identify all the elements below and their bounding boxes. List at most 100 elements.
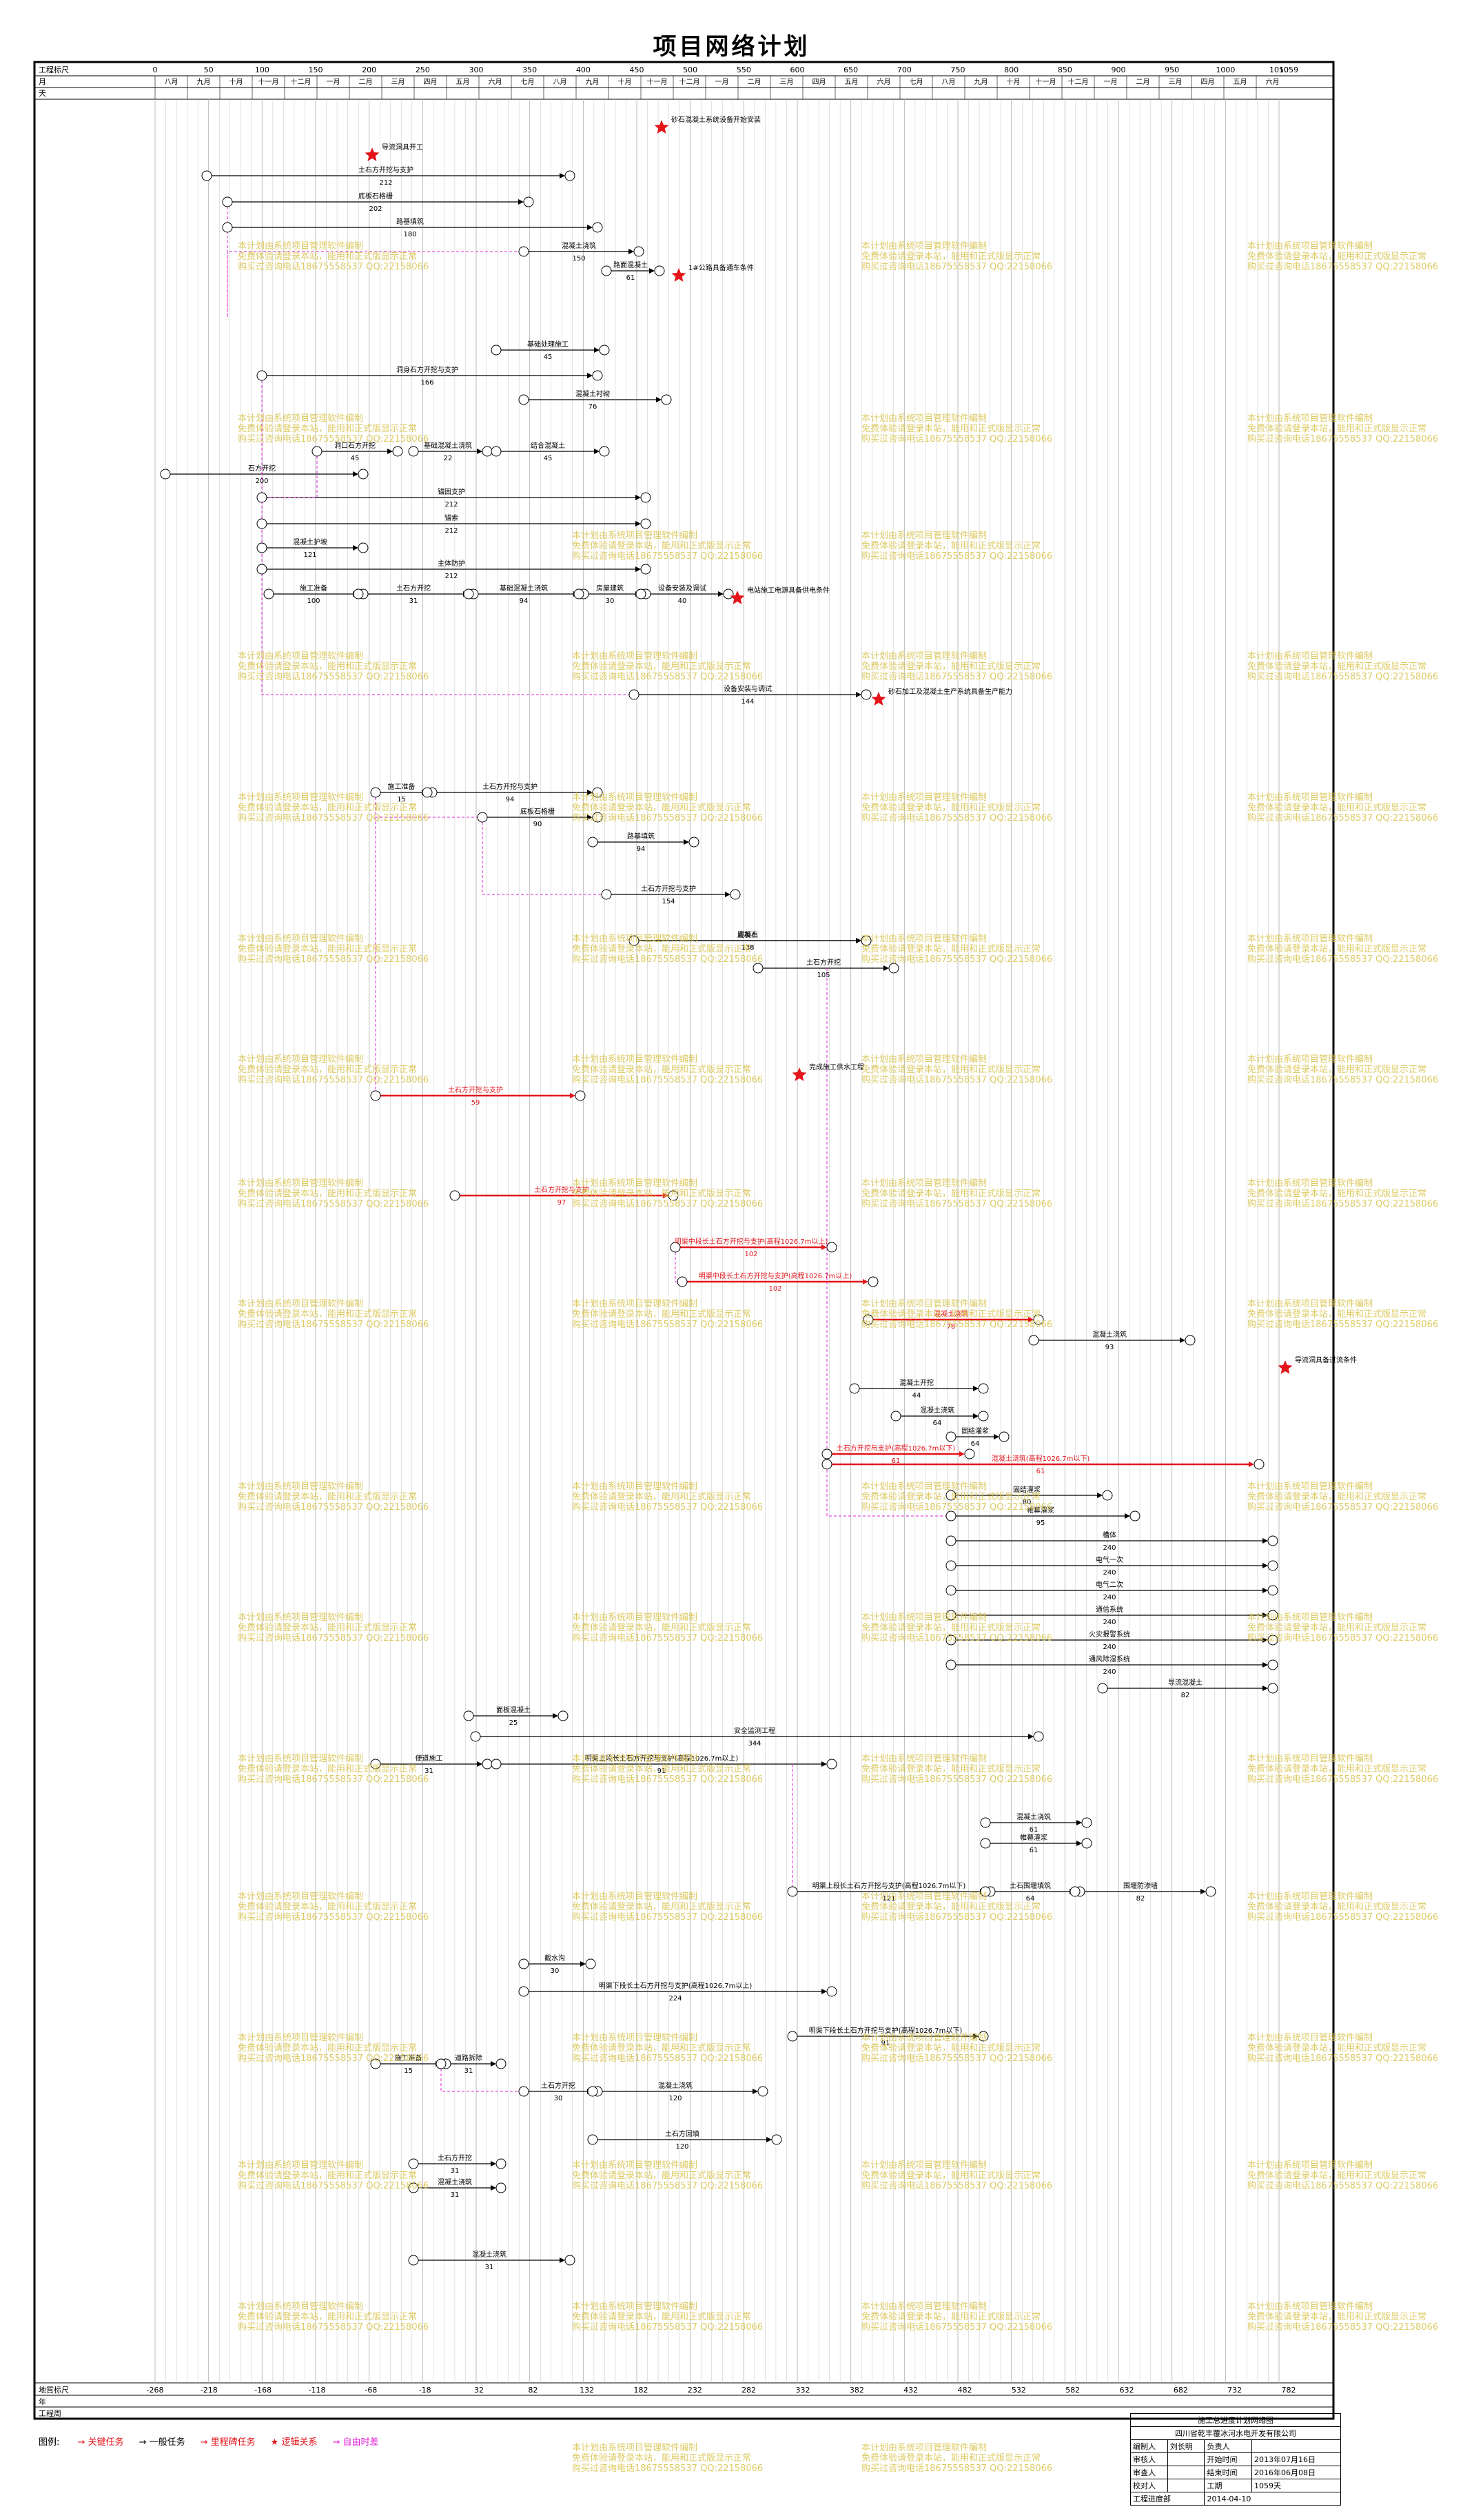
- event-node: [392, 446, 403, 457]
- task-duration: 200: [255, 478, 268, 485]
- watermark-line: 免费体验请登录本站，能用和正式版显示正常: [572, 2453, 752, 2463]
- legend-swatch-icon: →: [332, 2437, 343, 2448]
- watermark-line: 购买过咨询电话18675558537 QQ:22158066: [572, 2181, 764, 2191]
- bottom-tick: 682: [1174, 2386, 1188, 2395]
- event-node: [757, 2086, 768, 2097]
- watermark-line: 本计划由系统项目管理软件编制: [238, 2160, 364, 2171]
- task-duration: 121: [882, 1895, 895, 1903]
- watermark-line: 免费体验请登录本站，能用和正式版显示正常: [572, 1764, 752, 1774]
- watermark-line: 免费体验请登录本站，能用和正式版显示正常: [861, 252, 1041, 262]
- event-node: [256, 564, 267, 575]
- task-arrowhead: [753, 2089, 758, 2094]
- event-node: [370, 1090, 381, 1101]
- task-arrowhead: [863, 1279, 868, 1284]
- event-node: [256, 492, 267, 503]
- event-node: [821, 1448, 832, 1459]
- event-node: [861, 689, 872, 700]
- watermark-line: 本计划由系统项目管理软件编制: [238, 1178, 364, 1189]
- event-node: [826, 1759, 837, 1770]
- watermark-line: 购买过咨询电话18675558537 QQ:22158066: [238, 434, 429, 444]
- watermark-line: 本计划由系统项目管理软件编制: [861, 2443, 988, 2453]
- task-arrowhead: [663, 1193, 668, 1198]
- event-node: [661, 394, 672, 405]
- watermark: 本计划由系统项目管理软件编制免费体验请登录本站，能用和正式版显示正常购买过咨询电…: [572, 531, 763, 562]
- event-node: [945, 1535, 956, 1546]
- month-label: 八月: [165, 78, 178, 86]
- info-org: 四川省乾丰覆冰河水电开发有限公司: [1130, 2426, 1341, 2440]
- event-node: [482, 1759, 493, 1770]
- legend-label: 里程碑任务: [210, 2437, 256, 2448]
- watermark-line: 本计划由系统项目管理软件编制: [1247, 1178, 1373, 1189]
- task-label: 设备安装与调试: [724, 684, 772, 693]
- info-company: 施工总进度计划网络图: [1130, 2413, 1341, 2427]
- task-duration: 121: [303, 551, 316, 559]
- event-node: [564, 2255, 575, 2266]
- watermark-line: 购买过咨询电话18675558537 QQ:22158066: [861, 672, 1053, 682]
- watermark-line: 免费体验请登录本站，能用和正式版显示正常: [861, 1492, 1041, 1502]
- watermark-line: 本计划由系统项目管理软件编制: [1247, 1754, 1373, 1764]
- watermark-line: 购买过咨询电话18675558537 QQ:22158066: [572, 813, 764, 823]
- task-label: 面板混凝土: [496, 1705, 531, 1714]
- watermark-line: 购买过咨询电话18675558537 QQ:22158066: [238, 1774, 429, 1785]
- watermark-line: 本计划由系统项目管理软件编制: [1247, 2302, 1373, 2312]
- task-duration: 138: [741, 944, 754, 952]
- bottom-tick: 382: [850, 2386, 864, 2395]
- event-node: [408, 2255, 419, 2266]
- milestone-star: [671, 268, 686, 282]
- legend-item: → 自由时差: [332, 2437, 378, 2448]
- watermark-line: 购买过咨询电话18675558537 QQ:22158066: [572, 1320, 764, 1330]
- watermark-line: 免费体验请登录本站，能用和正式版显示正常: [238, 1623, 418, 1633]
- watermark-line: 本计划由系统项目管理软件编制: [572, 934, 698, 944]
- watermark-line: 购买过咨询电话18675558537 QQ:22158066: [1247, 672, 1439, 682]
- event-node: [945, 1610, 956, 1621]
- watermark: 本计划由系统项目管理软件编制免费体验请登录本站，能用和正式版显示正常购买过咨询电…: [1247, 934, 1438, 965]
- event-node: [1097, 1683, 1108, 1694]
- event-node: [573, 588, 584, 600]
- event-node: [753, 963, 764, 974]
- task-duration: 76: [589, 403, 597, 411]
- time-grid: [154, 76, 1280, 2383]
- event-node: [633, 246, 644, 257]
- event-node: [222, 196, 233, 207]
- milestone-star: [365, 147, 380, 161]
- watermark-line: 购买过咨询电话18675558537 QQ:22158066: [238, 813, 429, 823]
- watermark-line: 免费体验请登录本站，能用和正式版显示正常: [238, 2043, 418, 2053]
- event-node: [980, 1886, 991, 1897]
- task-label: 截水沟: [544, 1954, 565, 1963]
- month-label: 四月: [1201, 78, 1215, 86]
- task-arrowhead: [1262, 1588, 1268, 1593]
- month-label: 二月: [359, 78, 373, 86]
- info-cell: 负责人: [1204, 2439, 1252, 2453]
- event-node: [1267, 1585, 1278, 1596]
- task-arrowhead: [821, 1989, 827, 1994]
- task-duration: 100: [307, 597, 320, 605]
- watermark-line: 免费体验请登录本站，能用和正式版显示正常: [861, 1623, 1041, 1633]
- watermark-line: 本计划由系统项目管理软件编制: [572, 1482, 698, 1492]
- bottom-tick: 532: [1012, 2386, 1026, 2395]
- event-node: [771, 2134, 782, 2145]
- watermark: 本计划由系统项目管理软件编制免费体验请登录本站，能用和正式版显示正常购买过咨询电…: [1247, 2160, 1438, 2191]
- info-cell: 1059天: [1251, 2479, 1342, 2492]
- watermark: 本计划由系统项目管理软件编制免费体验请登录本站，能用和正式版显示正常购买过咨询电…: [238, 792, 429, 823]
- watermark-line: 免费体验请登录本站，能用和正式版显示正常: [572, 803, 752, 813]
- month-label: 四月: [812, 78, 826, 86]
- month-label: 十一月: [258, 77, 279, 86]
- legend-swatch-icon: →: [139, 2437, 150, 2448]
- task-label: 土石方开挖与支护: [358, 165, 413, 174]
- scale-row-label: 天: [39, 89, 46, 98]
- month-label: 七月: [910, 78, 923, 86]
- event-node: [587, 837, 598, 848]
- watermark-line: 免费体验请登录本站，能用和正式版显示正常: [238, 944, 418, 954]
- task-duration: 15: [397, 796, 406, 803]
- virtual-link: [262, 451, 318, 498]
- task-label: 混凝土护坡: [293, 537, 327, 546]
- watermark: 本计划由系统项目管理软件编制免费体验请登录本站，能用和正式版显示正常购买过咨询电…: [238, 2160, 429, 2191]
- watermark-line: 购买过咨询电话18675558537 QQ:22158066: [861, 262, 1053, 272]
- watermark-line: 购买过咨询电话18675558537 QQ:22158066: [861, 1075, 1053, 1085]
- info-cell: 审核人: [1130, 2452, 1168, 2466]
- watermark: 本计划由系统项目管理软件编制免费体验请登录本站，能用和正式版显示正常购买过咨询电…: [238, 2033, 429, 2064]
- bottom-row-label: 年: [39, 2397, 46, 2406]
- event-node: [1033, 1731, 1044, 1742]
- event-node: [370, 787, 381, 798]
- watermark-line: 免费体验请登录本站，能用和正式版显示正常: [861, 944, 1041, 954]
